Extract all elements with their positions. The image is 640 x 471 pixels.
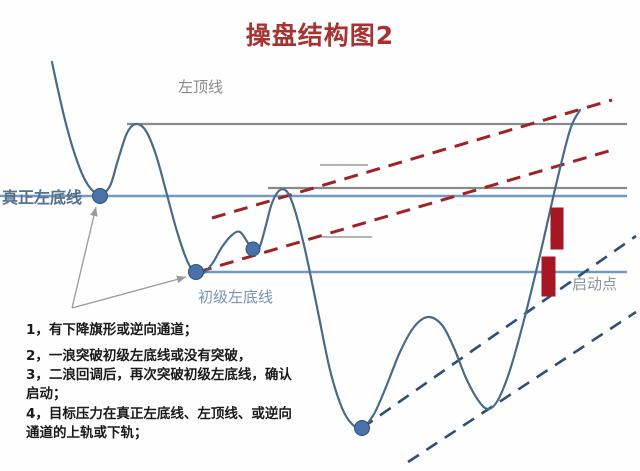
note-line: 2，一浪突破初级左底线或没有突破， (26, 348, 252, 365)
deep-bottom-dot (354, 420, 370, 436)
red-dashed-upper-channel (211, 98, 613, 220)
blue-dashed-lower-channel (407, 310, 637, 464)
candle-upper (550, 207, 564, 250)
note-line: 1，有下降旗形或逆向通道； (26, 322, 198, 338)
note-line: 通道的上轨或下轨； (26, 424, 148, 441)
notes-list: 1，有下降旗形或逆向通道； 2，一浪突破初级左底线或没有突破， 3，二浪回调后，再次… (26, 321, 346, 443)
label-primary-left-bottom-line: 初级左底线 (198, 288, 274, 306)
page-title: 操盘结构图2 (245, 21, 395, 50)
note-line: 启动； (26, 386, 67, 403)
price-curve (50, 60, 582, 430)
note-line: 3，二浪回调后，再次突破初级左底线，确认 (26, 367, 292, 384)
pivot-marker-dots (92, 188, 370, 436)
arrow-to-true-left-bottom (71, 206, 98, 309)
annotation-arrows (71, 206, 187, 309)
true-left-bottom-dot (92, 188, 108, 204)
note-line: 4，目标压力在真正左底线、左顶线、或逆向 (26, 405, 292, 422)
blue-dashed-upper-channel (361, 234, 637, 430)
price-curve-group (50, 60, 582, 430)
red-dashed-lower-channel (197, 148, 613, 274)
arrow-to-primary-left-bottom (71, 275, 187, 309)
primary-left-bottom-dot (188, 264, 204, 280)
label-left-top-line: 左顶线 (178, 78, 224, 96)
label-launch-point: 启动点 (572, 275, 618, 293)
candle-lower (541, 256, 556, 297)
trend-channel-lines (197, 98, 637, 464)
label-true-left-bottom-line: 真正左底线 (2, 188, 83, 207)
candlestick-group (541, 207, 564, 297)
second-wave-dot (245, 241, 261, 257)
